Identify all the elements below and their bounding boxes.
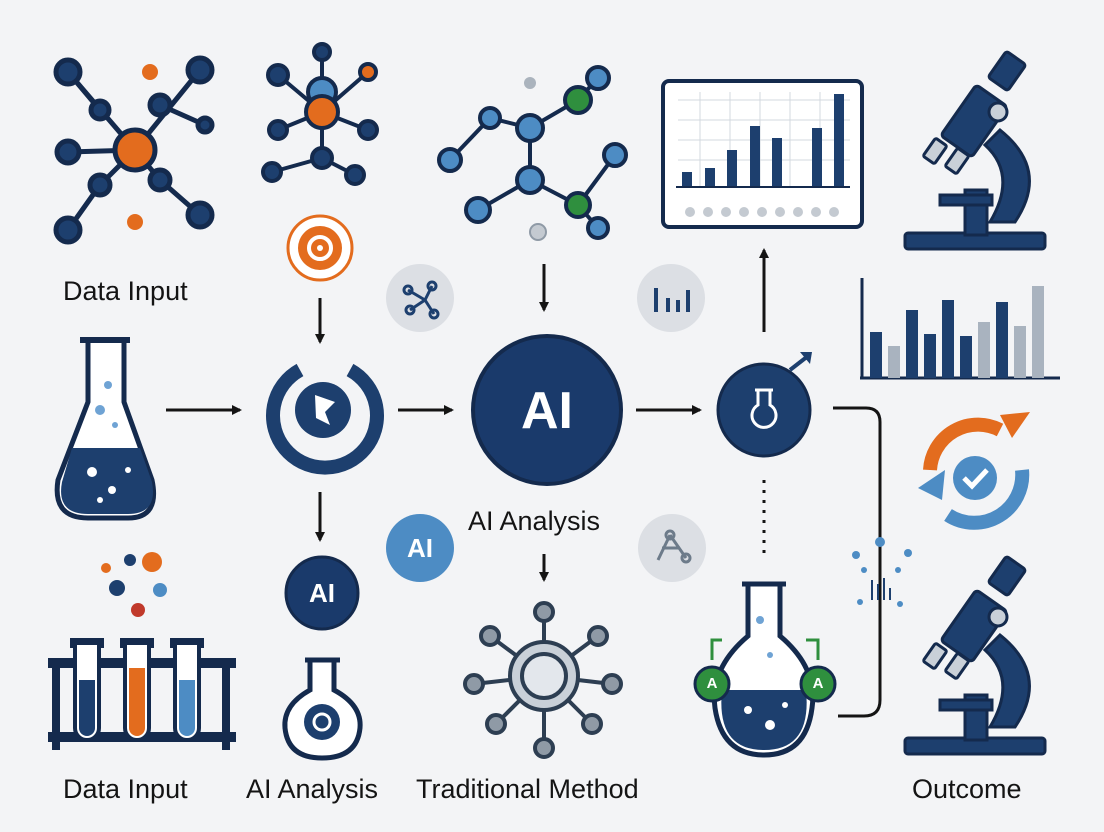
data-particles-icon [852,537,912,607]
orange-dot-icon [127,214,143,230]
label-data-input-top: Data Input [63,276,188,306]
flask-marker-left-label: A [706,675,718,692]
graph-icon [638,514,706,582]
flask-badge-icon [716,352,812,458]
microscope-icon-1 [903,50,1047,251]
ai-core-circle [471,334,623,486]
label-ai-analysis-center: AI Analysis [468,506,601,536]
label-ai-analysis-bottom: AI Analysis [246,774,379,804]
label-outcome: Outcome [912,774,1022,804]
monitor-bar-chart-icon [661,79,864,229]
grey-dot-icon [529,223,547,241]
ai-badge-small-blue-label: AI [407,533,433,563]
ai-badge-small-left [284,555,360,631]
label-data-input-bottom: Data Input [63,774,188,804]
bar-graph-icon [637,264,705,332]
check-cycle-icon [918,412,1030,530]
flask-marker-right-label: A [812,675,824,692]
molecule-network-icon-2 [261,42,379,186]
target-icon [286,214,354,282]
label-traditional-method: Traditional Method [416,774,639,804]
orange-dot-icon [142,64,158,80]
molecule-network-icon-1 [53,55,215,245]
reaction-flask-icon [693,581,837,758]
ai-badge-small-blue [386,514,454,582]
molecule-network-icon-3 [437,65,628,240]
molecule-hub-icon [463,601,623,759]
flow-arrows [166,248,882,718]
erlenmeyer-flask-icon [54,337,156,521]
bar-chart-icon [860,278,1060,380]
grey-dot-icon [524,77,536,89]
ai-core-label: AI [521,382,573,440]
test-tube-rack-icon [48,552,236,750]
microscope-icon-2 [903,555,1047,756]
process-cycle-icon [266,363,384,475]
ai-badge-small-left-label: AI [309,578,335,608]
network-icon [386,264,454,332]
round-flask-icon [282,657,363,761]
